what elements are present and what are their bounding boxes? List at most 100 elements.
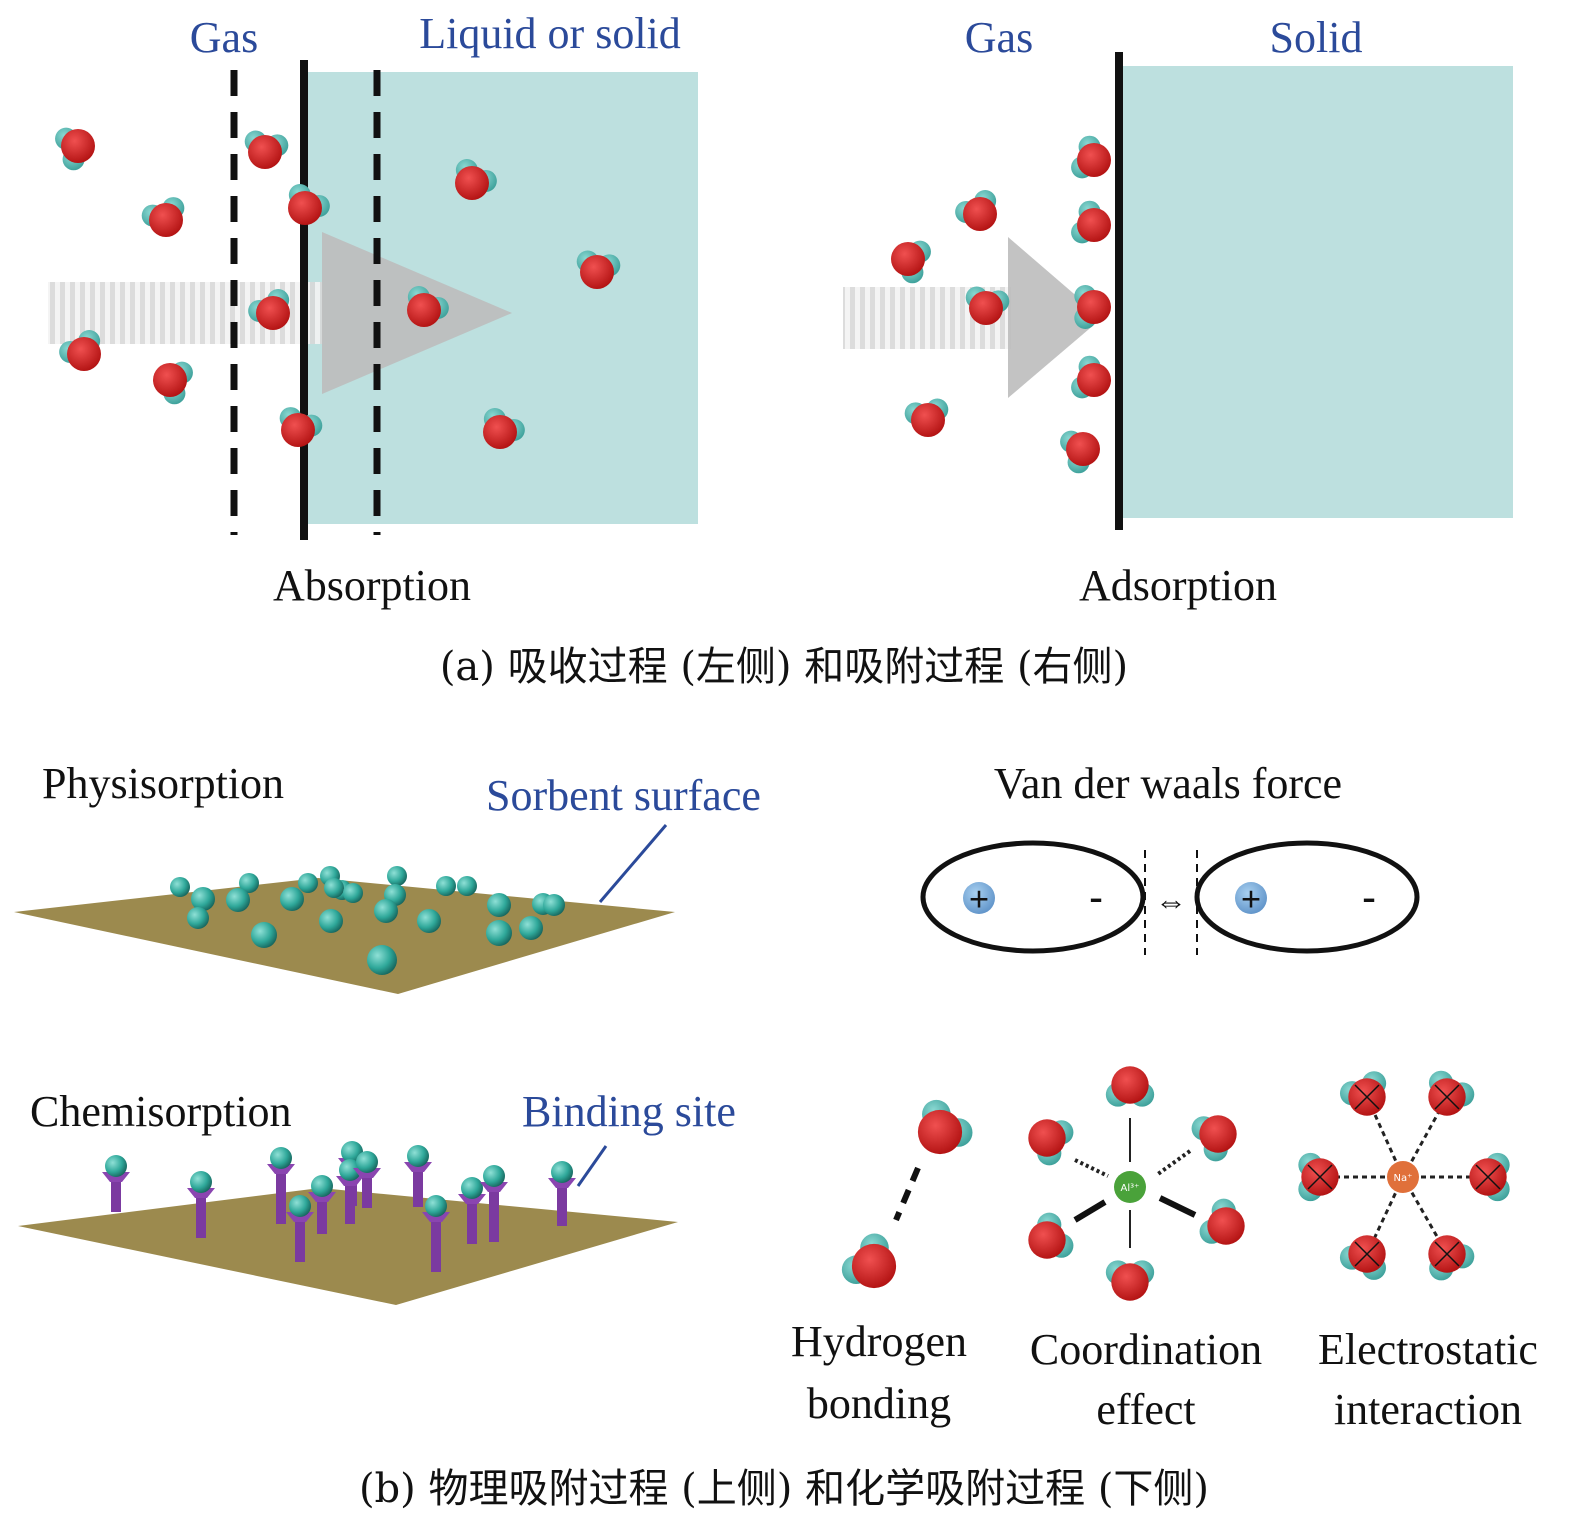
binding-sites	[102, 1141, 576, 1272]
oxygen-atom	[891, 242, 925, 276]
water-molecule	[248, 288, 290, 330]
water-molecule	[59, 329, 101, 371]
oxygen-atom	[407, 293, 441, 327]
water-molecule	[965, 286, 1010, 325]
sorbate-sphere	[367, 945, 397, 975]
adsorption-water-molecules	[891, 135, 1111, 474]
water-molecule	[1469, 1152, 1510, 1202]
adsorption-arrow-head	[1008, 237, 1102, 398]
oxygen-atom	[1111, 1066, 1149, 1104]
chemisorption-panel: Chemisorption Binding site Al³⁺ Na⁺ Hydr…	[18, 1066, 1538, 1434]
oxygen-atom	[851, 1243, 897, 1289]
binding-site	[102, 1155, 130, 1212]
sorbate-sphere	[543, 894, 565, 916]
water-molecule	[1071, 135, 1111, 179]
water-molecule	[1074, 285, 1111, 329]
sorbate-sphere	[319, 909, 343, 933]
site-stem	[111, 1172, 121, 1212]
mechanism-1-line1: Hydrogen	[791, 1317, 967, 1366]
sorbent-surface-pointer	[598, 824, 668, 903]
sorbate-sphere	[487, 893, 511, 917]
water-molecule	[576, 250, 621, 289]
dipole-mark	[1434, 1241, 1460, 1267]
bound-sphere	[339, 1159, 361, 1181]
water-molecule	[1105, 1260, 1155, 1301]
oxygen-atom	[1077, 290, 1111, 324]
binding-site	[458, 1177, 486, 1244]
dipole-mark	[1475, 1164, 1501, 1190]
oxygen-atom	[969, 291, 1003, 325]
oxygen-atom	[153, 363, 187, 397]
bound-sphere	[461, 1177, 483, 1199]
binding-site	[422, 1195, 450, 1272]
oxygen-atom	[248, 135, 282, 169]
binding-site	[480, 1165, 508, 1242]
bound-sphere	[551, 1161, 573, 1183]
hydrogen-bonding-diagram	[841, 1099, 973, 1289]
plus-sign-left: +	[969, 879, 990, 919]
binding-site	[336, 1159, 364, 1224]
water-molecule	[288, 183, 330, 225]
mechanism-2-line2: effect	[1096, 1385, 1195, 1434]
binding-site	[548, 1161, 576, 1226]
oxygen-atom	[917, 1109, 963, 1155]
water-molecule	[841, 1233, 897, 1289]
sorbate-sphere	[191, 887, 215, 911]
oxygen-atom	[580, 255, 614, 289]
oxygen-atom	[288, 191, 322, 225]
water-molecule	[1191, 1115, 1237, 1162]
mechanism-2-line1: Coordination	[1030, 1325, 1262, 1374]
site-stem	[413, 1162, 423, 1207]
water-molecule	[1071, 200, 1111, 244]
absorption-phase-label: Liquid or solid	[419, 9, 681, 58]
na-ion	[1387, 1161, 1419, 1193]
mechanism-3-line1: Electrostatic	[1318, 1325, 1538, 1374]
sorbate-sphere	[324, 878, 344, 898]
bound-sphere	[425, 1195, 447, 1217]
water-molecule	[1199, 1198, 1245, 1245]
site-stem	[362, 1168, 372, 1208]
water-molecule	[904, 398, 949, 437]
physisorption-panel: Physisorption Sorbent surface Van der wa…	[14, 759, 1420, 994]
oxygen-atom	[1207, 1207, 1245, 1245]
adsorption-panel: Gas Solid Adsorption	[843, 13, 1513, 610]
site-stem	[431, 1212, 441, 1272]
absorption-water-molecules	[55, 127, 621, 449]
oxygen-atom	[1028, 1119, 1066, 1157]
coordination-bond	[1158, 1195, 1197, 1218]
sorbate-sphere	[226, 888, 250, 912]
dipole-left	[920, 840, 1146, 954]
coordination-bond	[1156, 1149, 1192, 1176]
chemisorbent-surface-plane	[18, 1188, 678, 1305]
sorbate-sphere	[436, 876, 456, 896]
site-stem	[557, 1178, 567, 1226]
water-molecule	[955, 189, 997, 231]
oxygen-atom	[149, 203, 183, 237]
electrostatic-interaction-diagram: Na⁺	[1298, 1070, 1510, 1281]
binding-site-label: Binding site	[522, 1087, 736, 1136]
binding-site	[404, 1145, 432, 1207]
site-stem	[295, 1212, 305, 1262]
site-stem	[317, 1192, 327, 1234]
water-molecule	[1298, 1152, 1339, 1202]
oxygen-atom	[1028, 1221, 1066, 1259]
oxygen-atom	[483, 415, 517, 449]
sorbent-surface-label: Sorbent surface	[486, 771, 761, 820]
water-molecule	[407, 285, 449, 327]
adsorption-gas-label: Gas	[965, 13, 1033, 62]
sorbate-sphere	[486, 920, 512, 946]
bound-sphere	[356, 1151, 378, 1173]
sorbate-sphere	[387, 866, 407, 886]
sorbate-sphere	[239, 873, 259, 893]
dipole-mark	[1434, 1084, 1460, 1110]
al-ion-label: Al³⁺	[1121, 1183, 1140, 1194]
site-stem	[196, 1188, 206, 1238]
binding-site-pointer	[576, 1145, 608, 1187]
dipole-mark	[1354, 1084, 1380, 1110]
dipole-mark	[1307, 1164, 1333, 1190]
oxygen-atom	[1111, 1263, 1149, 1301]
caption-b: (b) 物理吸附过程 (上侧) 和化学吸附过程 (下侧)	[359, 1466, 1209, 1512]
coordination-bond	[1073, 1199, 1107, 1223]
bound-sphere	[105, 1155, 127, 1177]
